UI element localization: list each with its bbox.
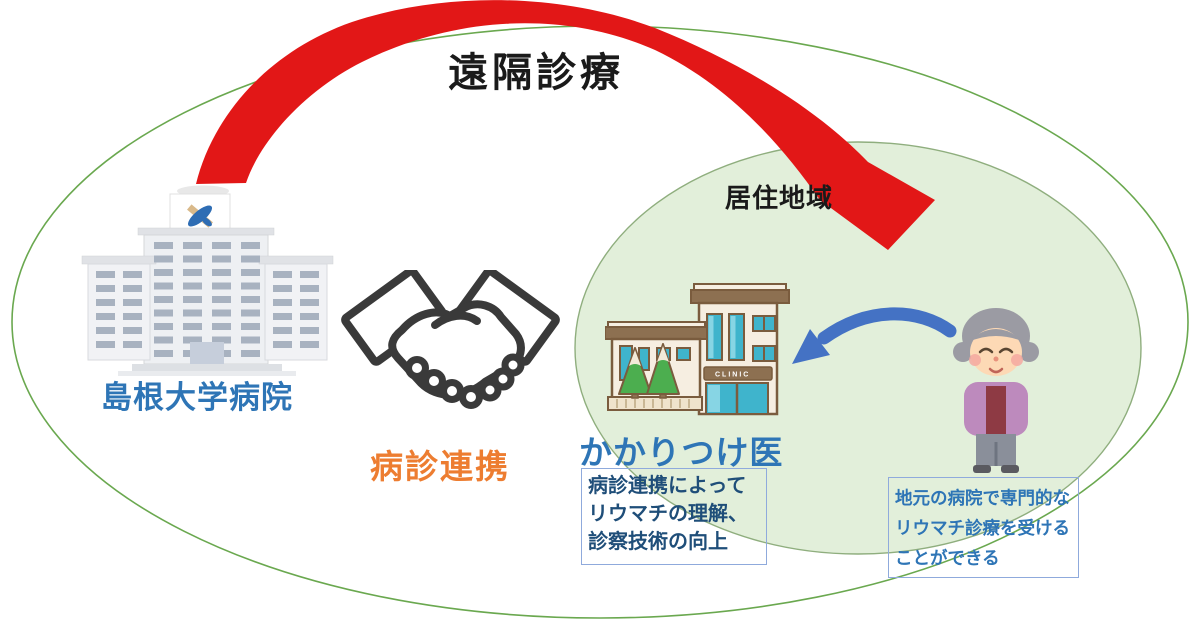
hospital-entrance — [190, 342, 224, 364]
hospital-left-wing-roof — [81, 255, 157, 265]
tree-icon — [618, 347, 652, 395]
hospital-base — [132, 364, 282, 371]
university-hospital-label: 島根大学病院 — [101, 380, 293, 415]
clinic-annex-roof — [605, 326, 708, 340]
patient-benefit-callout: 地元の病院で専門的な リウマチ診療を受ける ことができる — [888, 477, 1079, 578]
hospital-steps — [118, 371, 296, 376]
telemedicine-arrow-icon — [196, 0, 935, 251]
hospital-windows — [96, 242, 319, 357]
elderly-patient-icon — [953, 308, 1039, 473]
clinic-benefit-callout: 病診連携によって リウマチの理解、 診察技術の向上 — [581, 468, 767, 565]
clinic-sign — [703, 366, 773, 381]
diagram-title: 遠隔診療 — [448, 51, 624, 95]
tree-icon — [646, 343, 680, 395]
residential-area-label: 居住地域 — [725, 183, 834, 213]
visit-arrow-line — [817, 307, 957, 345]
hospital-tower-roof — [137, 227, 275, 236]
hospital-clinic-cooperation-label: 病診連携 — [370, 448, 510, 485]
clinic-sign-text: CLINIC — [715, 372, 750, 379]
clinic-main-roof — [690, 289, 790, 304]
hospital-right-wing-roof — [258, 255, 334, 265]
handshake-icon — [341, 270, 560, 409]
clinic-icon: CLINIC — [605, 283, 790, 416]
clinic-planter — [607, 396, 703, 411]
family-doctor-label: かかりつけ医 — [579, 434, 784, 471]
university-hospital-icon — [81, 193, 334, 376]
visit-arrow-head — [792, 329, 830, 364]
